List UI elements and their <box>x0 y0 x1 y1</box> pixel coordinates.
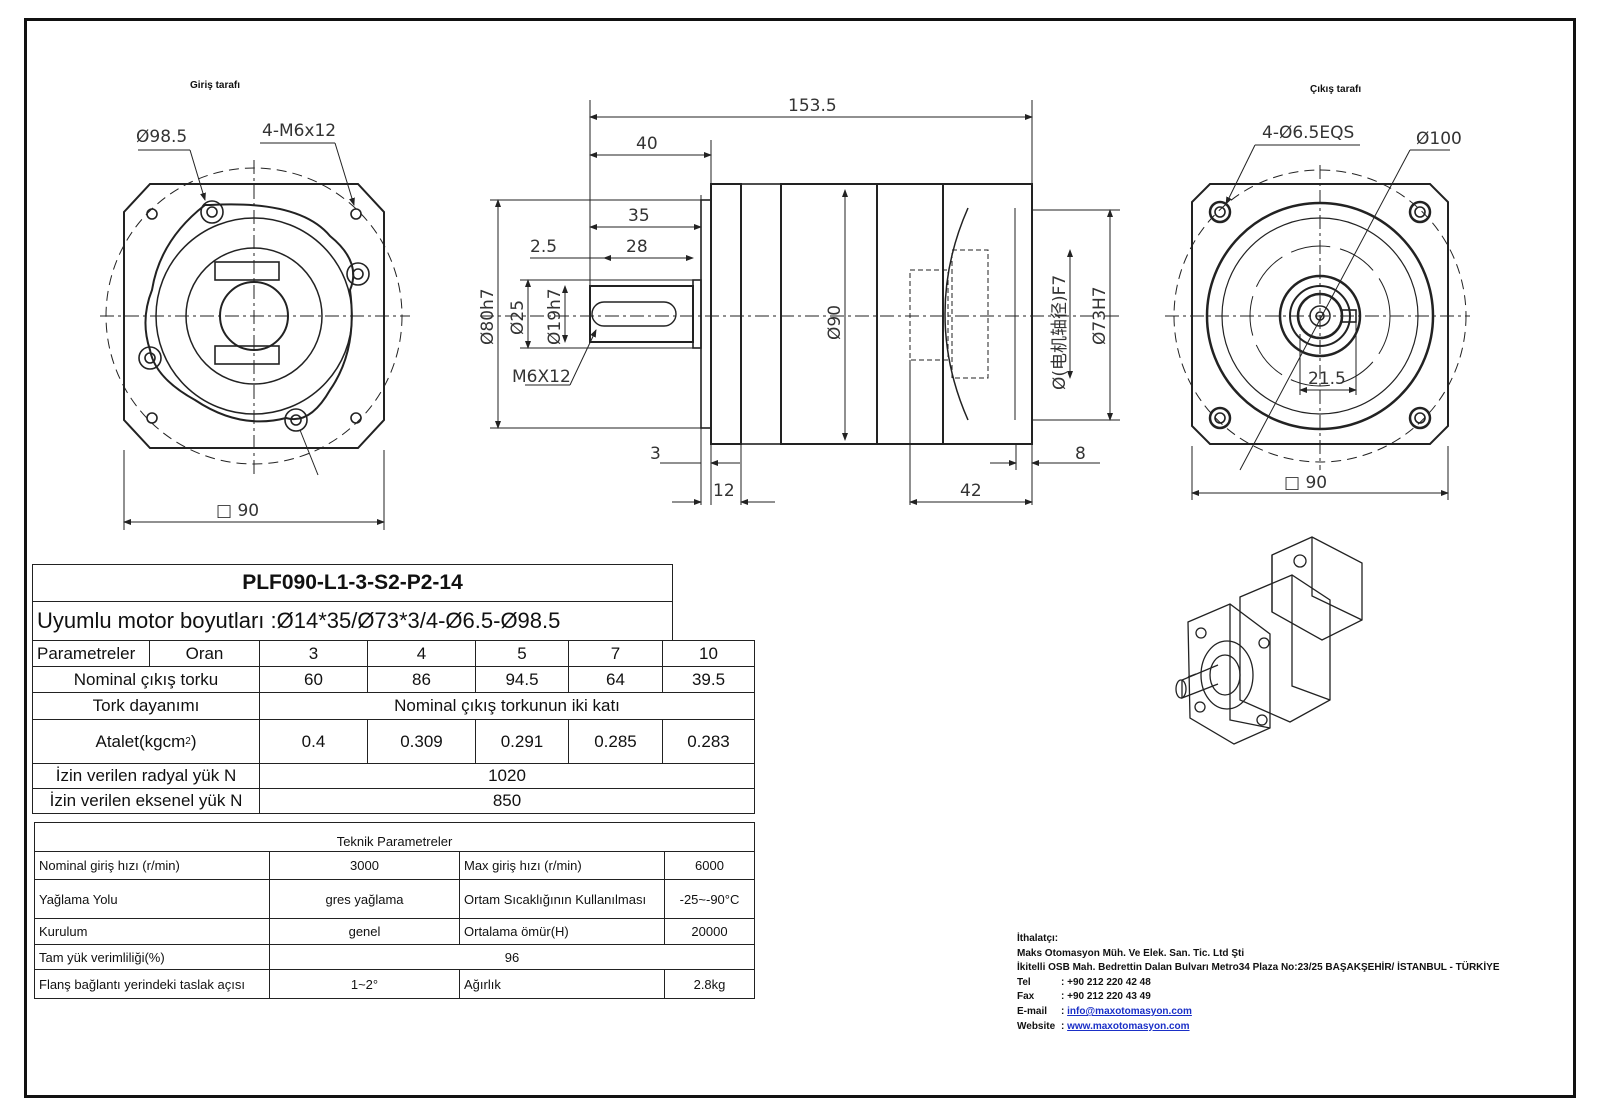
website-link[interactable]: www.maxotomasyon.com <box>1067 1020 1190 1032</box>
tech-flange-value: 1~2° <box>269 969 460 999</box>
output-side-label: Çıkış tarafı <box>1310 84 1362 95</box>
tech-installation-label: Kurulum <box>34 918 270 945</box>
dim-d80h7: Ø80h7 <box>478 288 498 345</box>
tech-temperature-label: Ortam Sıcaklığının Kullanılması <box>459 879 665 919</box>
output-side-view <box>1165 144 1470 500</box>
tech-weight-label: Ağırlık <box>459 969 665 999</box>
dim-12: 12 <box>713 481 735 501</box>
tech-input-speed-value: 3000 <box>269 851 460 880</box>
side-view <box>480 100 1120 505</box>
tech-weight-value: 2.8kg <box>664 969 755 999</box>
importer-info: İthalatçı: Maks Otomasyon Müh. Ve Elek. … <box>1017 932 1500 1034</box>
ratio-4: 4 <box>367 640 476 667</box>
endurance-value: Nominal çıkış torkunun iki katı <box>259 692 755 720</box>
tech-efficiency-value: 96 <box>269 944 755 970</box>
ratio-10: 10 <box>662 640 755 667</box>
importer-fax: Fax: +90 212 220 43 49 <box>1017 991 1151 1003</box>
inertia-7: 0.285 <box>568 719 663 764</box>
tech-lubrication-label: Yağlama Yolu <box>34 879 270 919</box>
dim-8: 8 <box>1075 444 1086 464</box>
ratio-3: 3 <box>259 640 368 667</box>
drawing-frame <box>24 18 1576 1098</box>
tech-max-speed-value: 6000 <box>664 851 755 880</box>
dim-sq90-right: □ 90 <box>1284 473 1327 493</box>
dim-4-m6x12: 4-M6x12 <box>262 121 336 141</box>
dim-d25: Ø25 <box>508 300 528 335</box>
torque-10: 39.5 <box>662 666 755 693</box>
dim-sq90-left: □ 90 <box>216 501 259 521</box>
radial-load-label: İzin verilen radyal yük N <box>32 763 260 789</box>
importer-tel: Tel: +90 212 220 42 48 <box>1017 976 1151 988</box>
params-header: Parametreler <box>32 640 150 667</box>
dim-d90: Ø90 <box>825 305 845 340</box>
dim-42: 42 <box>960 481 982 501</box>
torque-3: 60 <box>259 666 368 693</box>
importer-web: Website: www.maxotomasyon.com <box>1017 1020 1190 1032</box>
dim-d100: Ø100 <box>1416 129 1462 149</box>
motor-dimensions: Uyumlu motor boyutları :Ø14*35/Ø73*3/4-Ø… <box>32 601 673 641</box>
axial-load-value: 850 <box>259 788 755 814</box>
dim-d19h7: Ø19h7 <box>545 288 565 345</box>
dim-35: 35 <box>628 206 650 226</box>
inertia-5: 0.291 <box>475 719 569 764</box>
inertia-3: 0.4 <box>259 719 368 764</box>
dim-d73h7: Ø73H7 <box>1090 286 1110 345</box>
torque-7: 64 <box>568 666 663 693</box>
importer-company: Maks Otomasyon Müh. Ve Elek. San. Tic. L… <box>1017 947 1245 959</box>
torque-4: 86 <box>367 666 476 693</box>
ratio-header: Oran <box>149 640 260 667</box>
endurance-label: Tork dayanımı <box>32 692 260 720</box>
dim-m6x12: M6X12 <box>512 367 571 387</box>
torque-label: Nominal çıkış torku <box>32 666 260 693</box>
ratio-7: 7 <box>568 640 663 667</box>
importer-address: İkitelli OSB Mah. Bedrettin Dalan Bulvar… <box>1017 962 1500 974</box>
dim-3: 3 <box>650 444 661 464</box>
inertia-10: 0.283 <box>662 719 755 764</box>
tech-input-speed-label: Nominal giriş hızı (r/min) <box>34 851 270 880</box>
dim-28: 28 <box>626 237 648 257</box>
tech-lifetime-value: 20000 <box>664 918 755 945</box>
tech-installation-value: genel <box>269 918 460 945</box>
torque-5: 94.5 <box>475 666 569 693</box>
dim-153-5: 153.5 <box>788 96 837 116</box>
tech-title: Teknik Parametreler <box>34 822 755 852</box>
dim-motor-shaft: Ø(电机轴径)F7 <box>1050 275 1070 390</box>
importer-heading: İthalatçı: <box>1017 933 1059 944</box>
dim-4-d6-5: 4-Ø6.5EQS <box>1262 123 1354 143</box>
radial-load-value: 1020 <box>259 763 755 789</box>
dim-21-5: 21.5 <box>1308 369 1346 389</box>
dim-2-5: 2.5 <box>530 237 557 257</box>
axial-load-label: İzin verilen eksenel yük N <box>32 788 260 814</box>
importer-email: E-mail: info@maxotomasyon.com <box>1017 1005 1192 1017</box>
dim-40: 40 <box>636 134 658 154</box>
email-link[interactable]: info@maxotomasyon.com <box>1067 1005 1192 1017</box>
tech-flange-label: Flanş bağlantı yerindeki taslak açısı <box>34 969 270 999</box>
tech-lifetime-label: Ortalama ömür(H) <box>459 918 665 945</box>
tech-temperature-value: -25~-90°C <box>664 879 755 919</box>
tech-max-speed-label: Max giriş hızı (r/min) <box>459 851 665 880</box>
input-side-view <box>100 142 410 530</box>
inertia-4: 0.309 <box>367 719 476 764</box>
model-code: PLF090-L1-3-S2-P2-14 <box>32 564 673 602</box>
dim-d98-5: Ø98.5 <box>136 127 187 147</box>
ratio-5: 5 <box>475 640 569 667</box>
input-side-label: Giriş tarafı <box>190 80 241 91</box>
tech-efficiency-label: Tam yük verimliliği(%) <box>34 944 270 970</box>
isometric-view <box>1175 536 1363 745</box>
tech-lubrication-value: gres yağlama <box>269 879 460 919</box>
